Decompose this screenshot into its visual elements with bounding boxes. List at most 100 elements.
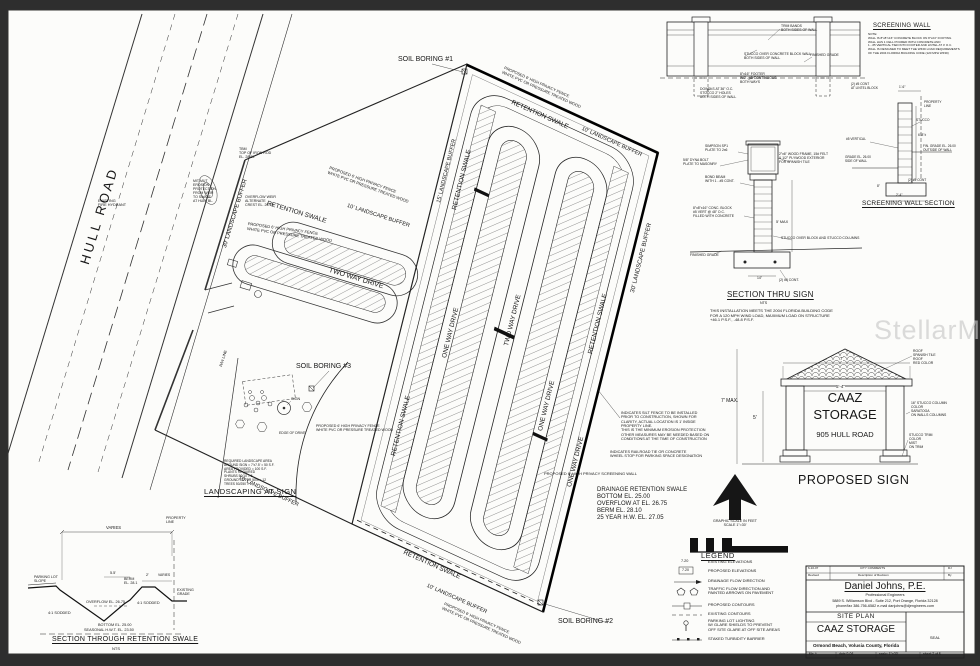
swale-section-title: SECTION THROUGH RETENTION SWALE	[52, 636, 199, 643]
legend-item-label: PROPOSED CONTOURS	[708, 602, 755, 607]
label-vertical-rebar: #5 VERTICAL	[846, 137, 866, 141]
legend-sym-existing-elev: 7.20	[681, 559, 689, 563]
proposed-sign-detail	[736, 348, 918, 465]
label-dim-7max: 7' MAX.	[721, 398, 739, 404]
soil-boring-markers	[308, 63, 621, 624]
label-stucco-over: STUCCO OVER CONCRETE BLOCK WALL BOTH SID…	[744, 52, 812, 60]
label-hydrant-note: EXISTING FIRE HYDRANT	[98, 199, 127, 208]
stop-bar	[532, 431, 548, 442]
legend-symbols	[672, 566, 702, 641]
label-existing-grade: EXISTING GRADE	[177, 588, 194, 597]
drive-loop-a	[402, 125, 540, 520]
landscaping-detail-notes: REQUIRED LANDSCAPE AREA AROUND SIGN = 7'…	[224, 459, 275, 486]
tb-revision-by: DJ	[948, 566, 952, 570]
pond-contours	[198, 175, 218, 205]
label-fence-note: PROPOSED 6' HIGH PRIVACY FENCE WHITE PVC…	[316, 424, 394, 433]
label-parking-lot-slope: PARKING LOT SLOPE	[34, 575, 58, 584]
tb-location: Ormond Beach, Volusia County, Florida	[812, 643, 900, 648]
label-sodded: 4:1 SODDED	[137, 601, 160, 605]
rw-line	[217, 357, 239, 499]
watermark: StellarMLS	[874, 315, 980, 345]
label-cont-rebar-ss: (2) #5 CONT.	[779, 278, 799, 282]
retention-swale-outer	[376, 95, 634, 581]
label-erosion-note: MIT-MUT EROSION PROTECTION FROM WEIR TO …	[193, 179, 216, 204]
sign-tree	[277, 401, 291, 415]
label-dim-8: 8"	[877, 184, 880, 188]
label-column-note: 16" STUCCO COLUMN COLOR SARATOGA ON WALL…	[911, 401, 947, 417]
proposed-elevation-symbol	[678, 566, 694, 575]
hull-road-lines	[5, 13, 293, 491]
label-varies-2: VARIES	[158, 573, 171, 577]
wall-section-title: SCREENING WALL SECTION	[862, 200, 955, 207]
screening-wall-north	[466, 63, 659, 155]
label-varies: VARIES	[106, 525, 122, 530]
title-block-frame	[805, 565, 965, 659]
landscape-area	[242, 374, 296, 406]
swale-section-detail	[27, 529, 187, 635]
graphic-scale-note: GRAPHIC SCALE IN FEET SCALE 1"=30'	[713, 519, 757, 528]
label-tbm-note: TBM TOP OF IRON ROD EL. 28.65	[239, 147, 272, 160]
label-dim-5ft: 5'	[753, 415, 757, 421]
legend-item-label: EXISTING CONTOURS	[708, 611, 751, 616]
label-dim-7ft: 7'	[840, 356, 844, 362]
tb-revision-date: 6-10-07	[808, 566, 819, 570]
label-sign: SIGN	[291, 397, 301, 401]
label-soil-boring-2: SOIL BORING #2	[558, 618, 613, 625]
sign-text-storage: STORAGE	[813, 407, 877, 422]
label-bottom-el: BOTTOM EL. 25.00	[98, 623, 132, 627]
legend-item-label: DRAINAGE FLOW DIRECTION	[708, 578, 765, 583]
sign-section-nts: NTS	[760, 301, 768, 305]
legend-item-label: EXISTING ELEVATIONS	[708, 559, 753, 564]
label-conc-block: 8"x8"x16" CONC. BLOCK #5 VERT @ 48" O.C.…	[693, 206, 735, 218]
screening-wall-note: NOTE: WALL IS 8"x8"x16" CONCRETE BLOCK O…	[868, 32, 960, 55]
traffic-arrow-icon	[676, 587, 686, 596]
main-storage-bank	[351, 63, 660, 613]
tb-sheet-title: SITE PLAN	[837, 613, 875, 620]
screening-wall-title: SCREENING WALL	[873, 23, 931, 29]
storage-building-b	[483, 171, 595, 536]
tb-revised-label: Revised	[808, 573, 819, 577]
tb-file: file: *	[809, 651, 817, 656]
label-screen-wall-note: PROPOSED 6' HIGH PRIVACY SCREENING WALL	[544, 471, 637, 476]
label-fin-grade: FIN. GRADE EL. 26.00 OUTSIDE OF WALL	[923, 144, 956, 152]
property-west-boundary	[154, 63, 468, 525]
label-wall-offset: 1'-6"	[899, 85, 906, 89]
label-dim-5-4: 5'-4"	[836, 384, 845, 390]
label-wood-frame: 2"x6" WOOD FRAME, 15# FELT & 1/2" PLYWOO…	[779, 152, 829, 164]
tb-by-label: By	[948, 573, 952, 577]
label-stucco-columns: STUCCO OVER BLOCK AND STUCCO COLUMNS	[781, 236, 860, 240]
landscaping-detail	[217, 357, 313, 499]
tb-engineer-name: Daniel Johns, P.E.	[844, 581, 926, 592]
label-soil-boring-1: SOIL BORING #1	[398, 56, 453, 63]
screening-wall-east	[541, 151, 660, 613]
label-dowels: DOWELS AT 36" O.C. STUCCO 2" HOLES BOTH …	[700, 87, 737, 99]
sign-section-code-note: THIS INSTALLATION MEETS THE 2004 FLORIDA…	[710, 308, 833, 323]
landscape-buffer-line	[360, 74, 650, 602]
label-roof-note: ROOF SPANISH TILE ROOF RED COLOR	[913, 349, 936, 365]
label-soil-boring-3: SOIL BORING #3	[296, 363, 351, 370]
tb-project-name: CAAZ STORAGE	[816, 624, 896, 635]
legend-item-label: PROPOSED ELEVATIONS	[708, 567, 757, 573]
detail-bubble-arc	[295, 361, 349, 503]
stop-bar	[493, 326, 515, 340]
swale-profile	[27, 585, 187, 622]
label-trim-bands: TRIM BANDS BOTH SIDES OF WALL	[781, 24, 818, 32]
label-sodded: 4:1 SODDED	[48, 611, 71, 615]
tb-revision-desc: CITY COMMENTS	[860, 566, 886, 570]
legend-item-label: STAKED TURBIDITY BARRIER	[708, 636, 765, 641]
west-storage-loops	[232, 221, 419, 324]
label-trim-note: STUCCO TRIM COLOR MIST ON TRIM	[909, 433, 933, 449]
stop-bar	[473, 187, 490, 198]
label-property-line-ws: PROPERTY LINE	[924, 100, 942, 108]
tb-revision-col: Description of Revision	[858, 573, 889, 577]
label-lintel: (2) #5 CONT AT LINTEL BLOCK	[851, 82, 879, 90]
tb-phone: phone/fax 386-756-6582 e-mail danjohns@d…	[835, 603, 935, 608]
label-dim-24: 2'-4"	[896, 193, 903, 197]
label-finished-grade-ss: FINISHED GRADE	[690, 253, 719, 257]
swale-section-nts: NTS	[112, 646, 120, 651]
silt-fence-line	[356, 519, 541, 606]
landscaping-detail-title: LANDSCAPING AT SIGN	[204, 487, 297, 496]
screening-wall-section-detail	[852, 90, 952, 202]
traffic-arrow-icon	[689, 587, 699, 596]
